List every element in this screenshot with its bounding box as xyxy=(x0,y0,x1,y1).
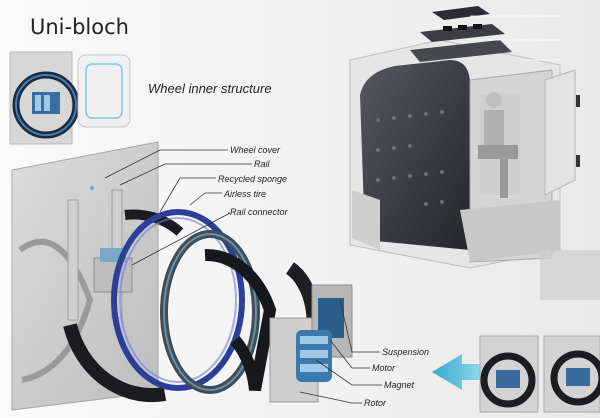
vehicle-leader-lines xyxy=(470,15,560,61)
wheel-preview-small xyxy=(9,51,80,145)
subtitle: Wheel inner structure xyxy=(148,81,272,96)
vehicle-dots xyxy=(376,110,444,206)
label-rail-connector: Rail connector xyxy=(230,207,289,217)
suspension-motor-assembly xyxy=(269,284,353,403)
vehicle-roof-layers xyxy=(410,6,512,62)
label-airless-tire: Airless tire xyxy=(223,189,266,199)
wheel-cover-small xyxy=(77,54,131,128)
seated-passenger xyxy=(478,92,518,198)
direction-arrow xyxy=(432,354,488,390)
wheel-preview-bottom-right xyxy=(543,335,600,413)
leader-lines-bottom xyxy=(299,299,382,404)
rail-ring xyxy=(160,230,260,394)
wheel-preview-bottom-left xyxy=(479,335,539,413)
label-magnet: Magnet xyxy=(384,380,415,390)
label-recycled-sponge: Recycled sponge xyxy=(218,174,287,184)
label-wheel-cover: Wheel cover xyxy=(230,145,281,155)
label-rotor: Rotor xyxy=(364,398,387,408)
label-suspension: Suspension xyxy=(382,347,429,357)
label-rail: Rail xyxy=(254,159,271,169)
brand-logo: Uni-bloch xyxy=(30,15,129,39)
recycled-sponge-ring xyxy=(111,209,245,391)
label-motor: Motor xyxy=(372,363,396,373)
leader-lines-top xyxy=(104,149,252,266)
